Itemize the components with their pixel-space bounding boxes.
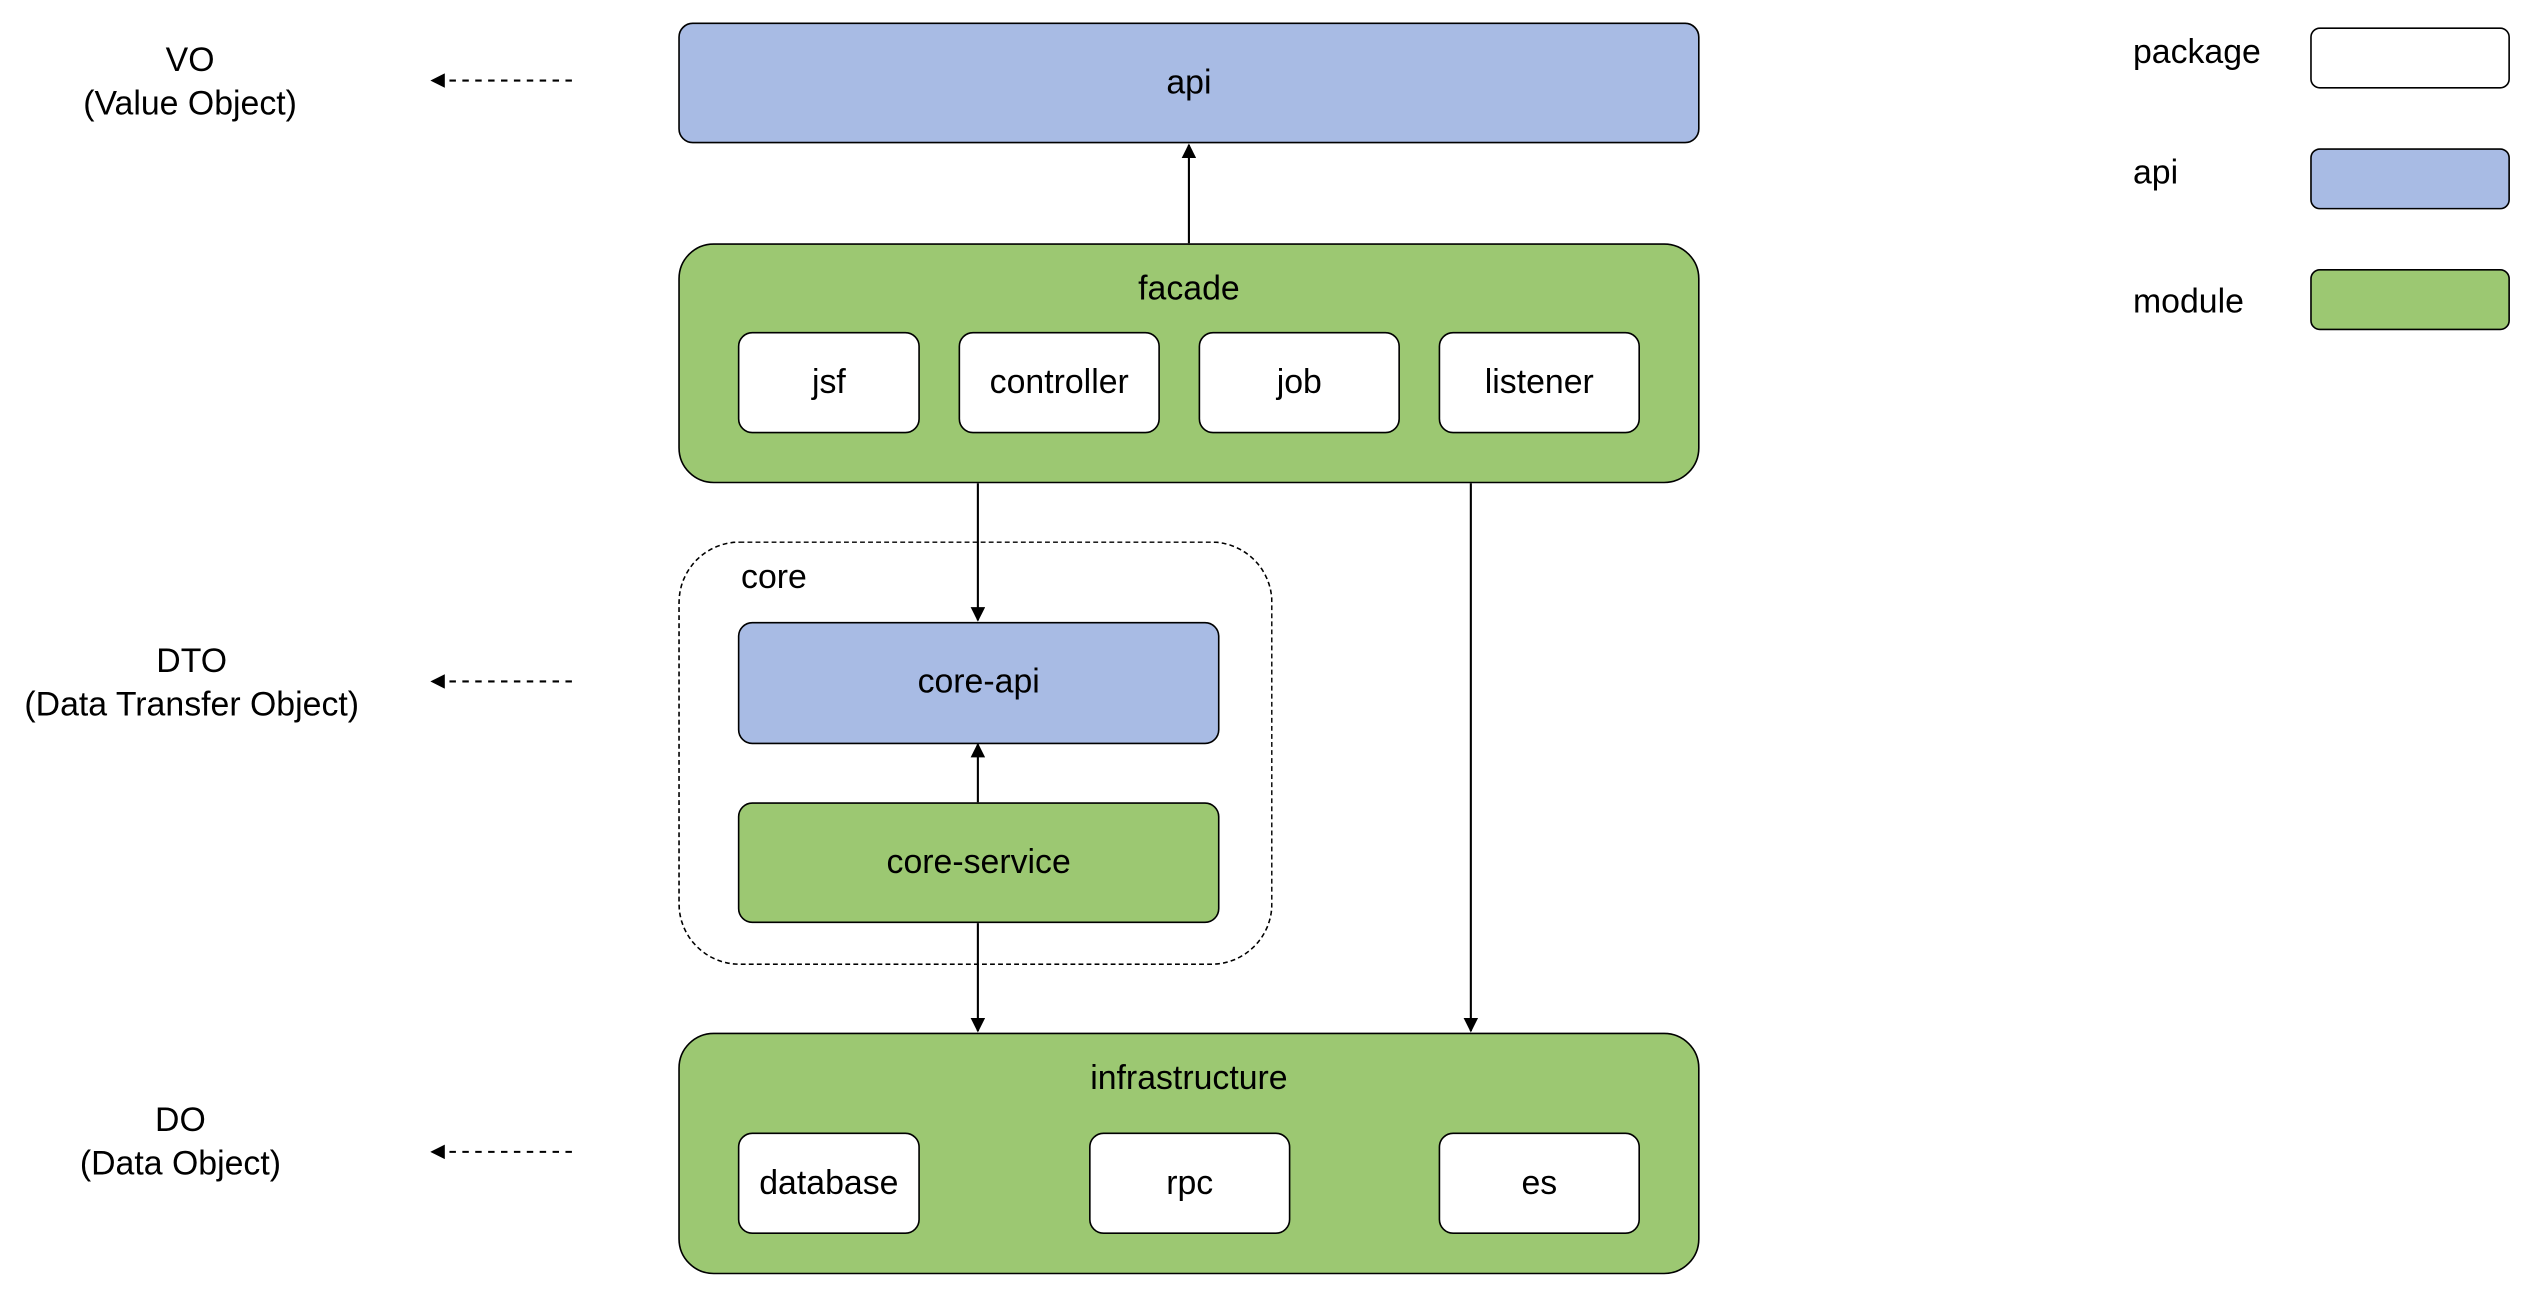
core-api-label: core-api	[917, 663, 1040, 701]
legend-label-module: module	[2132, 283, 2244, 321]
package-database: database	[737, 1132, 920, 1235]
api-box: api	[678, 22, 1700, 144]
legend-swatch-module	[2310, 269, 2510, 331]
legend-label-api: api	[2132, 154, 2179, 192]
layer-label-vo: VO (Value Object)	[29, 39, 351, 126]
package-label: listener	[1484, 363, 1594, 401]
legend-label-package: package	[2132, 33, 2261, 71]
package-label: controller	[989, 363, 1129, 401]
package-controller: controller	[958, 331, 1160, 434]
legend-swatch-package	[2310, 27, 2510, 89]
core-title: core	[741, 559, 807, 597]
legend-swatch-api	[2310, 148, 2510, 210]
package-jsf: jsf	[737, 331, 920, 434]
layer-abbr: DTO	[156, 642, 228, 680]
layer-full: (Value Object)	[83, 85, 297, 123]
layer-abbr: DO	[155, 1101, 206, 1139]
layer-abbr: VO	[165, 41, 215, 79]
package-label: rpc	[1166, 1163, 1214, 1202]
facade-title: facade	[1138, 270, 1240, 308]
core-group: core	[678, 541, 1273, 965]
package-es: es	[1438, 1132, 1640, 1235]
package-listener: listener	[1438, 331, 1640, 434]
layer-full: (Data Object)	[79, 1145, 282, 1183]
core-api-box: core-api	[737, 621, 1220, 745]
layer-label-do: DO (Data Object)	[19, 1099, 341, 1186]
api-label: api	[1166, 63, 1212, 101]
package-job: job	[1198, 331, 1400, 434]
core-service-label: core-service	[886, 843, 1071, 881]
infrastructure-title: infrastructure	[1090, 1060, 1288, 1098]
layer-label-dto: DTO (Data Transfer Object)	[0, 640, 383, 727]
layer-full: (Data Transfer Object)	[24, 686, 360, 724]
core-service-box: core-service	[737, 802, 1220, 924]
package-label: jsf	[811, 363, 846, 401]
package-label: database	[759, 1163, 899, 1202]
package-rpc: rpc	[1089, 1132, 1291, 1235]
package-label: es	[1521, 1163, 1558, 1202]
package-label: job	[1276, 363, 1322, 401]
